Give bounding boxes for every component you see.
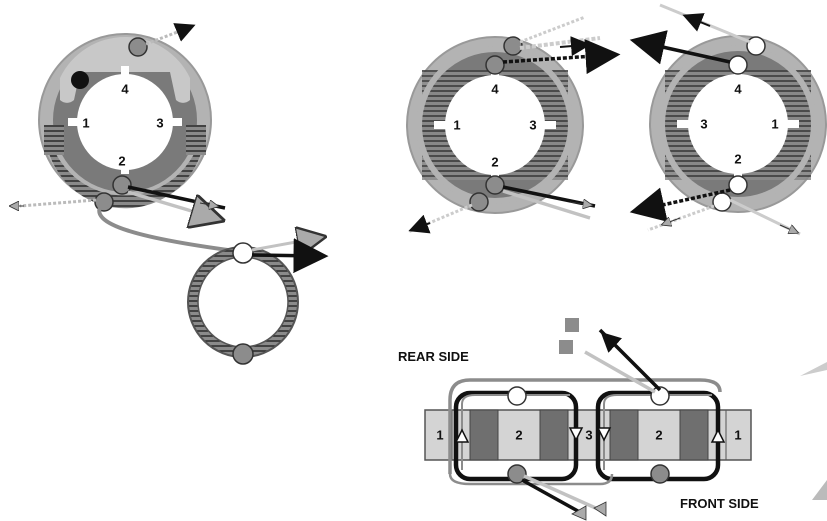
left-label-1: 1 [82, 115, 89, 130]
cell-label-1-right: 1 [734, 427, 741, 442]
middle-coil-diagram: 4 1 3 2 [406, 15, 621, 234]
middle-label-4: 4 [491, 81, 499, 96]
cell-label-2-right: 2 [655, 427, 662, 442]
middle-label-2: 2 [491, 154, 498, 169]
bottom-node-rear-left [507, 386, 527, 406]
left-node-bottom [112, 175, 132, 195]
middle-node-d [469, 192, 489, 212]
left-label-3: 3 [156, 115, 163, 130]
right-node-b [728, 55, 748, 75]
edge-artifact [800, 362, 827, 500]
left-coil-diagram: 4 1 3 2 [12, 23, 244, 254]
cell-label-2-left: 2 [515, 427, 522, 442]
right-label-1: 1 [771, 116, 778, 131]
front-side-label: FRONT SIDE [680, 496, 759, 511]
middle-node-c [485, 175, 505, 195]
left-node-top [128, 37, 148, 57]
small-ring-node-bottom [232, 343, 254, 365]
middle-node-a [503, 36, 523, 56]
middle-label-3: 3 [529, 117, 536, 132]
right-node-c [728, 175, 748, 195]
middle-label-1: 1 [453, 117, 460, 132]
right-node-a [746, 36, 766, 56]
small-ring-diagram [187, 238, 318, 365]
bottom-node-front-right [650, 464, 670, 484]
cell-label-3: 3 [585, 427, 592, 442]
rear-side-label: REAR SIDE [398, 349, 469, 364]
right-label-2: 2 [734, 151, 741, 166]
left-label-2: 2 [118, 153, 125, 168]
right-coil-diagram: 4 3 1 2 [629, 3, 827, 236]
left-label-4: 4 [121, 81, 129, 96]
cell-label-1-left: 1 [436, 427, 443, 442]
bottom-node-front-left [507, 464, 527, 484]
right-node-d [712, 192, 732, 212]
right-label-3: 3 [700, 116, 707, 131]
right-label-4: 4 [734, 81, 742, 96]
left-black-marker [71, 71, 89, 89]
bottom-node-rear-right [650, 386, 670, 406]
bottom-winding-diagram: REAR SIDE FRONT SIDE 1 2 3 2 1 [398, 318, 759, 521]
small-ring-node-top [232, 242, 254, 264]
middle-node-b [485, 55, 505, 75]
